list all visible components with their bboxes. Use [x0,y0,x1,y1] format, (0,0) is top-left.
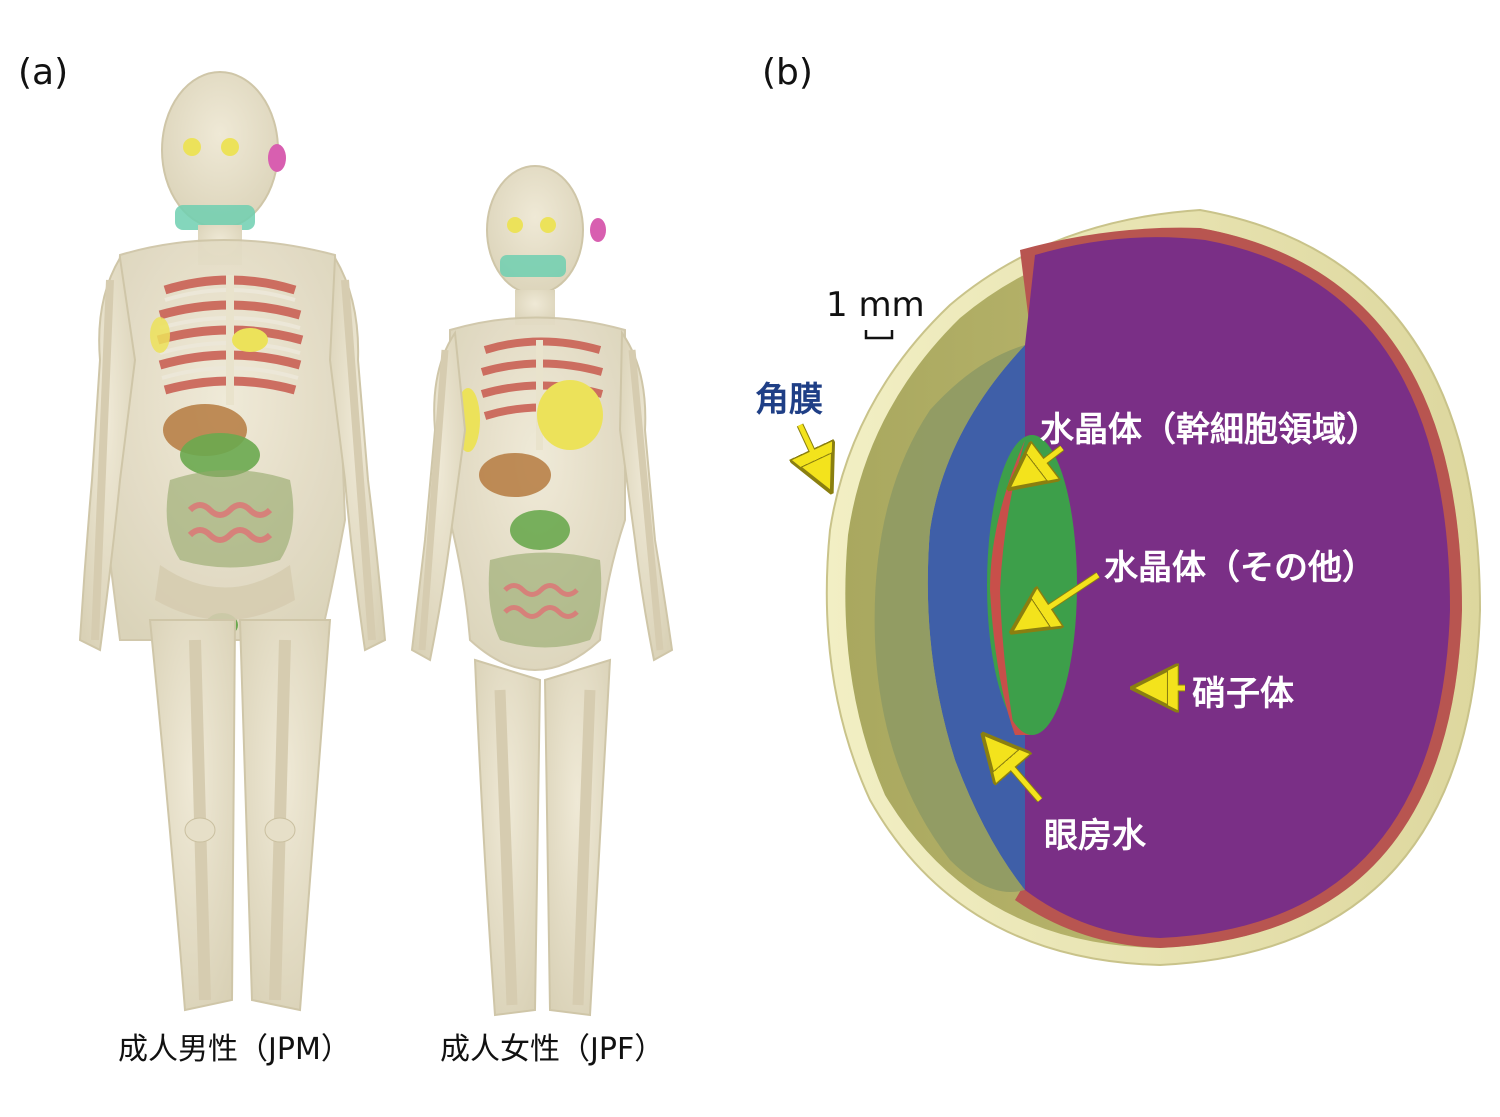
arrows [800,423,1185,803]
label-cornea: 角膜 [755,380,823,420]
eye-model [825,208,1482,967]
scale-label: 1 mm [826,285,925,325]
panel-label-a: (a) [18,52,69,93]
male-phantom [78,71,387,1012]
label-lens-other: 水晶体（その他） [1104,548,1376,588]
caption-female: 成人女性（JPF） [440,1032,665,1067]
female-phantom [410,165,674,1017]
label-lens-stem: 水晶体（幹細胞領域） [1040,410,1380,450]
label-aqueous: 眼房水 [1044,816,1146,856]
panel-label-b: (b) [762,52,813,93]
label-vitreous: 硝子体 [1192,674,1294,714]
caption-male: 成人男性（JPM） [118,1032,351,1067]
scale-bar [864,330,894,340]
